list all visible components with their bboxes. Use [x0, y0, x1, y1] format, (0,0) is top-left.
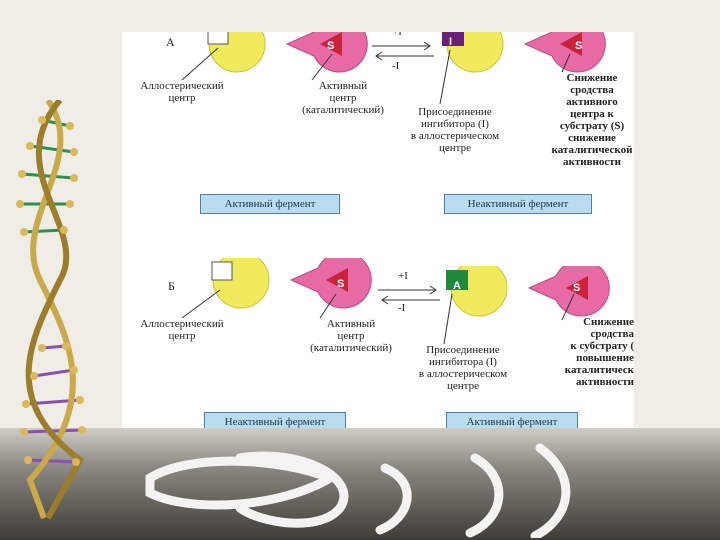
- panel-a-equilibrium-arrows: [372, 41, 434, 61]
- panel-a-active-enzyme-box: Активный фермент: [200, 194, 340, 214]
- enzyme-diagram-panel: А S +I -I I S Аллостерический центр Акти…: [122, 32, 634, 428]
- panel-a-arrow-top-label: +I: [392, 32, 402, 38]
- panel-b-right-enzyme: [446, 266, 610, 317]
- panel-a-inhibitor-mark: I: [449, 36, 453, 48]
- panel-b-right-substrate: S: [573, 282, 581, 294]
- panel-b-label: Б: [168, 279, 175, 293]
- dna-helix-decoration: [16, 100, 86, 520]
- panel-a-right-substrate: S: [575, 40, 583, 52]
- panel-b-arrow-bottom-label: -I: [398, 302, 406, 314]
- panel-a-right-enzyme: [442, 32, 606, 73]
- panel-b-active-center-label: Активный центр (каталитический): [310, 318, 392, 354]
- panel-b-activator-mark: A: [453, 280, 461, 292]
- panel-b-left-enzyme: [211, 258, 372, 309]
- panel-b-left-substrate: S: [337, 278, 345, 290]
- panel-a-label: А: [166, 35, 175, 49]
- panel-b-inhibitor-binding-label: Присоединение ингибитора (I) в аллостери…: [418, 344, 508, 392]
- panel-a-allosteric-center-label: Аллостерический центр: [140, 80, 224, 104]
- panel-b-inactive-enzyme-box: Неактивный фермент: [204, 412, 346, 428]
- panel-b-pointer-lines: [181, 289, 575, 345]
- panel-a-active-center-label: Активный центр (каталитический): [302, 80, 384, 116]
- panel-b-allosteric-center-label: Аллостерический центр: [140, 318, 224, 342]
- panel-a-inhibitor-binding-label: Присоединение ингибитора (I) в аллостери…: [410, 106, 500, 154]
- panel-a-left-substrate: S: [327, 40, 335, 52]
- panel-a-inactive-enzyme-box: Неактивный фермент: [444, 194, 592, 214]
- bottom-gradient-band: [0, 428, 720, 540]
- panel-a-arrow-bottom-label: -I: [392, 60, 400, 72]
- panel-a-result-label: Снижение сродства активного центра к суб…: [551, 72, 633, 168]
- panel-b-equilibrium-arrows: [378, 285, 440, 305]
- panel-a-left-enzyme: [207, 32, 368, 73]
- panel-b-active-enzyme-box: Активный фермент: [446, 412, 578, 428]
- panel-a-pointer-lines: [181, 47, 571, 105]
- panel-b-arrow-top-label: +I: [398, 270, 408, 282]
- panel-b-result-label: Снижение сродства к субстрату ( повышени…: [564, 316, 634, 388]
- swirl-decoration: [145, 443, 571, 538]
